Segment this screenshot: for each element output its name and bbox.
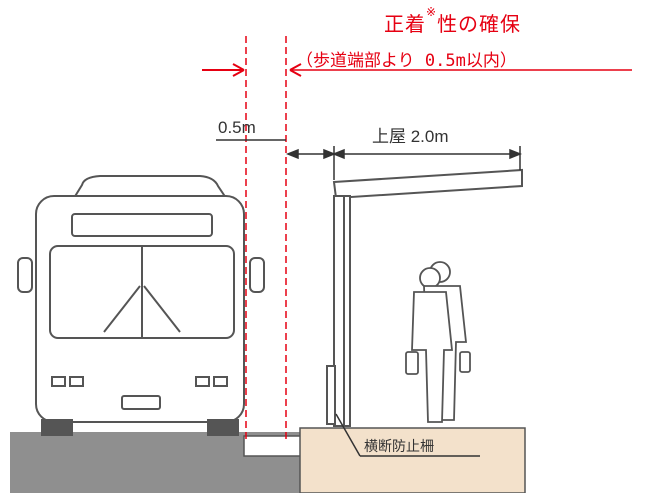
arrow-left-head [232, 63, 245, 77]
dimension-lines [216, 139, 523, 457]
shelter-roof [332, 168, 523, 200]
bus [17, 175, 265, 436]
shelter-pillar-inner [343, 195, 351, 427]
bus-license-plate [121, 395, 161, 410]
gap-dimension-label: 0.5m [218, 118, 256, 137]
subtitle-condition: （歩道端部より 0.5m以内） [296, 51, 517, 71]
dim-small-arrow-right [323, 148, 337, 160]
title-main: 正着 [384, 12, 426, 36]
arrow-right-head [289, 63, 302, 77]
bus-wheel-right [207, 419, 239, 436]
bus-mirror-left [17, 257, 33, 293]
crossing-prevention-fence [326, 365, 336, 425]
bus-roof [72, 175, 228, 199]
bus-destination-sign [71, 213, 213, 237]
bag-left [405, 351, 419, 375]
bus-lamp-right-2 [213, 376, 228, 387]
bus-lamp-left-2 [69, 376, 84, 387]
fence-leader-line [335, 413, 361, 457]
sidewalk-platform [299, 427, 526, 493]
waiting-passengers [405, 261, 471, 423]
dim-shelter-arrow-left [331, 148, 345, 160]
bus-wipers [103, 285, 181, 333]
bag-right [459, 351, 471, 373]
person-body-front [411, 291, 453, 423]
shelter-dimension-label: 上屋 2.0m [372, 127, 449, 146]
bus-wheel-left [41, 419, 73, 436]
dim-small-arrow-left [285, 148, 299, 160]
bus-lamp-left-1 [51, 376, 66, 387]
title-reference-mark: ※ [426, 5, 438, 19]
curb [243, 435, 303, 457]
title-rest: 性の確保 [437, 12, 522, 36]
person-head-front [419, 267, 441, 289]
dim-shelter-arrow-right [509, 148, 523, 160]
bus-mirror-right [249, 257, 265, 293]
bus-lamp-right-1 [195, 376, 210, 387]
fence-note-label: 横断防止柵 [364, 439, 434, 455]
shelter [326, 168, 523, 427]
title-placement-accuracy: 正着※性の確保 [384, 5, 522, 37]
